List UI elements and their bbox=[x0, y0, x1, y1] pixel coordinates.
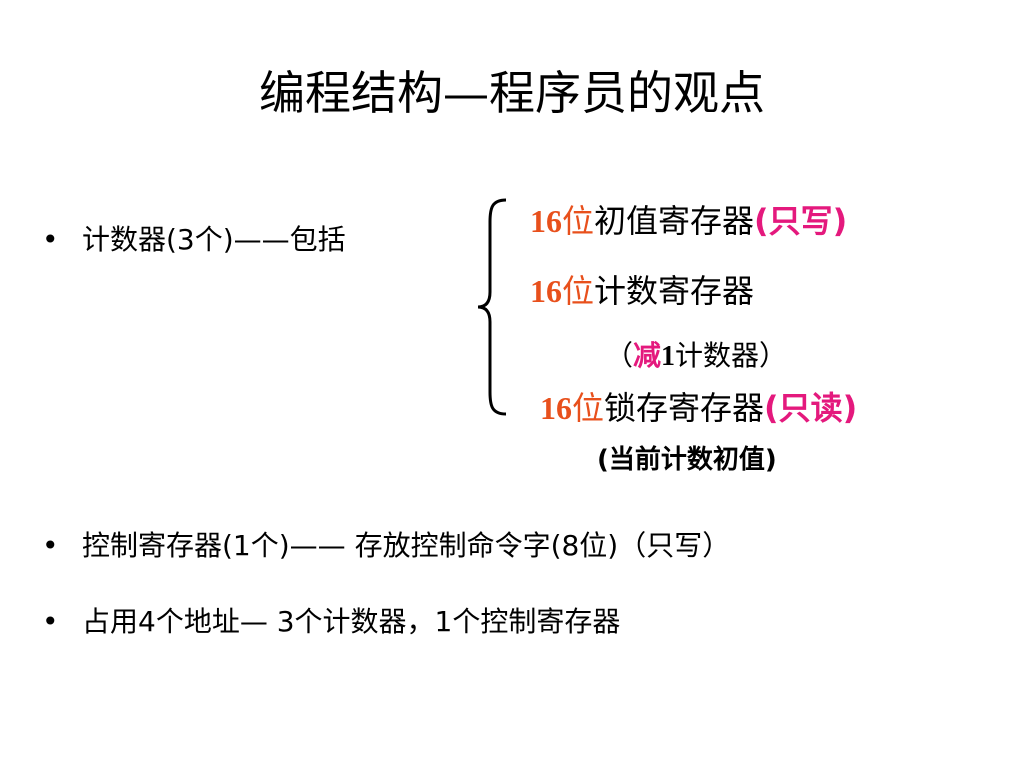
register-name: 锁存寄存器 bbox=[604, 389, 765, 427]
register-count-note: （减1计数器） bbox=[605, 338, 787, 375]
bullet-marker: • bbox=[42, 223, 59, 256]
register-mode: (只写) bbox=[754, 202, 848, 240]
register-bits: 16 bbox=[530, 203, 562, 239]
brace-icon bbox=[477, 198, 507, 416]
note-rest: 计数器） bbox=[675, 339, 788, 372]
note-emphasis: 减 bbox=[633, 339, 662, 372]
register-latch: 16位锁存寄存器(只读) bbox=[540, 387, 857, 429]
register-bits-unit: 位 bbox=[562, 272, 595, 310]
register-bits-unit: 位 bbox=[562, 202, 595, 240]
register-initial-value: 16位初值寄存器(只写) bbox=[530, 200, 847, 242]
bullet-text: 计数器(3个)——包括 bbox=[82, 223, 346, 256]
register-name: 计数寄存器 bbox=[594, 272, 755, 310]
bullet-text: 占用4个地址— 3个计数器，1个控制寄存器 bbox=[82, 605, 621, 638]
note-number: 1 bbox=[661, 341, 676, 372]
bullet-control-register: • 控制寄存器(1个)—— 存放控制命令字(8位)（只写） bbox=[42, 528, 730, 564]
note-open: （ bbox=[605, 339, 634, 372]
bullet-addresses: • 占用4个地址— 3个计数器，1个控制寄存器 bbox=[42, 604, 620, 640]
bullet-text: 控制寄存器(1个)—— 存放控制命令字(8位)（只写） bbox=[82, 529, 731, 562]
bullet-marker: • bbox=[42, 605, 59, 638]
bullet-marker: • bbox=[42, 529, 59, 562]
register-bits: 16 bbox=[530, 273, 562, 309]
register-name: 初值寄存器 bbox=[594, 202, 755, 240]
register-count: 16位计数寄存器 bbox=[530, 270, 754, 312]
register-latch-note: (当前计数初值) bbox=[597, 445, 777, 475]
slide-title: 编程结构—程序员的观点 bbox=[259, 66, 765, 120]
register-bits-unit: 位 bbox=[572, 389, 605, 427]
register-mode: (只读) bbox=[764, 389, 858, 427]
register-bits: 16 bbox=[540, 390, 572, 426]
bullet-counters: • 计数器(3个)——包括 bbox=[42, 222, 346, 258]
